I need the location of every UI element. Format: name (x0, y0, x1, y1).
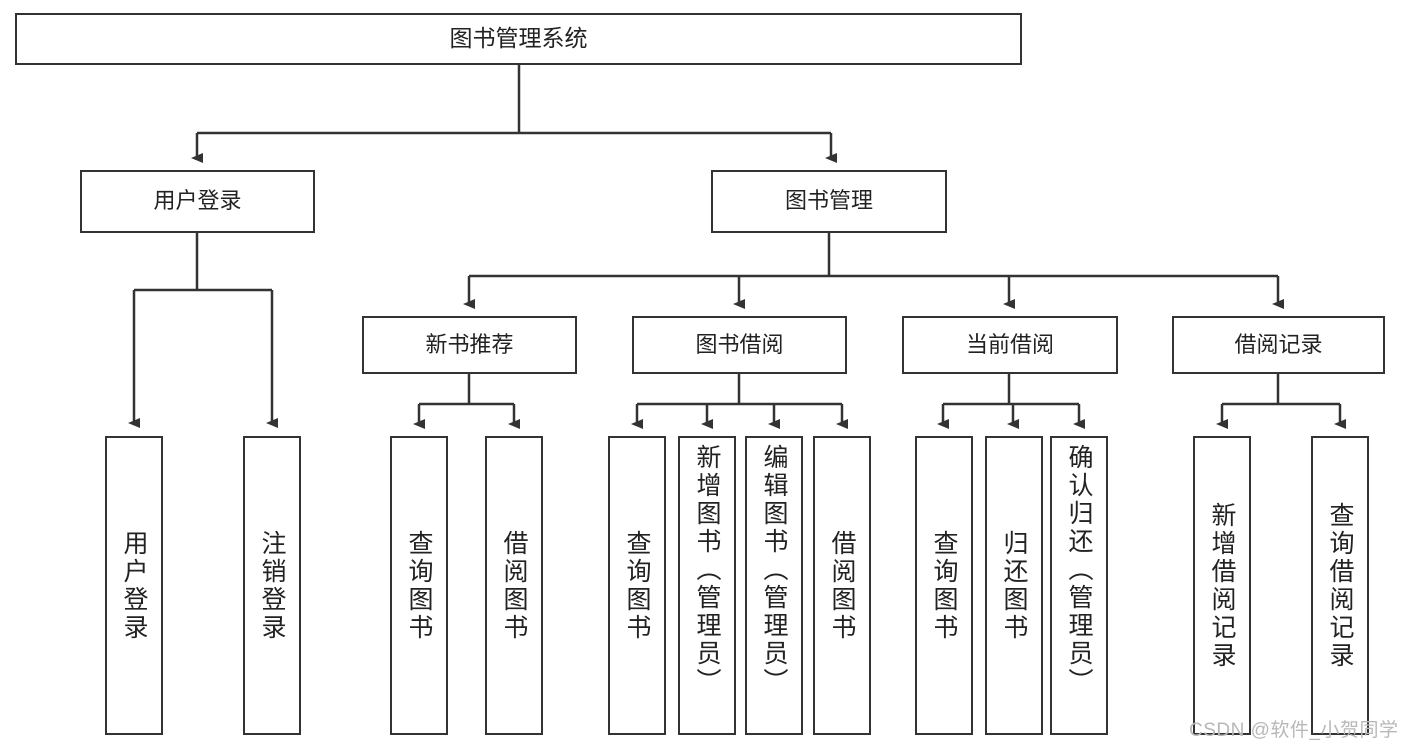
node-label: 注销登录 (258, 529, 286, 642)
node-root-system[interactable]: 图书管理系统 (15, 13, 1022, 65)
node-label: 查询图书 (623, 529, 651, 642)
node-label: 新增借阅记录 (1208, 501, 1236, 670)
leaf-confirm-return-admin[interactable]: 确认归还（管理员） (1050, 436, 1108, 735)
node-current-borrow[interactable]: 当前借阅 (902, 316, 1118, 374)
leaf-query-book-borrow[interactable]: 查询图书 (608, 436, 666, 735)
node-label: 用户登录 (153, 188, 242, 214)
leaf-query-book-current[interactable]: 查询图书 (915, 436, 973, 735)
leaf-logout-login[interactable]: 注销登录 (243, 436, 301, 735)
node-label: 查询图书 (930, 529, 958, 642)
leaf-add-borrow-record[interactable]: 新增借阅记录 (1193, 436, 1251, 735)
node-label: 图书管理 (784, 188, 873, 214)
node-label: 借阅图书 (500, 529, 528, 642)
node-label: 编辑图书（管理员） (760, 444, 788, 696)
node-label: 新增图书（管理员） (693, 444, 721, 696)
node-label: 新书推荐 (425, 331, 514, 357)
node-label: 图书管理系统 (449, 25, 588, 52)
node-label: 当前借阅 (965, 331, 1054, 357)
csdn-watermark: CSDN @软件_小贺同学 (1189, 720, 1399, 741)
node-label: 借阅图书 (828, 529, 856, 642)
node-label: 图书借阅 (695, 331, 784, 357)
node-borrow-record[interactable]: 借阅记录 (1172, 316, 1385, 374)
node-user-login[interactable]: 用户登录 (80, 170, 315, 233)
node-label: 归还图书 (1000, 529, 1028, 642)
node-new-book-recommend[interactable]: 新书推荐 (362, 316, 577, 374)
node-book-management[interactable]: 图书管理 (711, 170, 947, 233)
node-label: 借阅记录 (1234, 331, 1323, 357)
node-label: 查询图书 (405, 529, 433, 642)
leaf-return-book[interactable]: 归还图书 (985, 436, 1043, 735)
node-book-borrow[interactable]: 图书借阅 (632, 316, 847, 374)
leaf-query-book-recommend[interactable]: 查询图书 (390, 436, 448, 735)
leaf-borrow-book[interactable]: 借阅图书 (813, 436, 871, 735)
leaf-query-borrow-record[interactable]: 查询借阅记录 (1311, 436, 1369, 735)
leaf-add-book-admin[interactable]: 新增图书（管理员） (678, 436, 736, 735)
node-label: 查询借阅记录 (1326, 501, 1354, 670)
leaf-borrow-book-recommend[interactable]: 借阅图书 (485, 436, 543, 735)
node-label: 确认归还（管理员） (1065, 444, 1093, 696)
node-label: 用户登录 (120, 529, 148, 642)
leaf-edit-book-admin[interactable]: 编辑图书（管理员） (745, 436, 803, 735)
leaf-user-login[interactable]: 用户登录 (105, 436, 163, 735)
